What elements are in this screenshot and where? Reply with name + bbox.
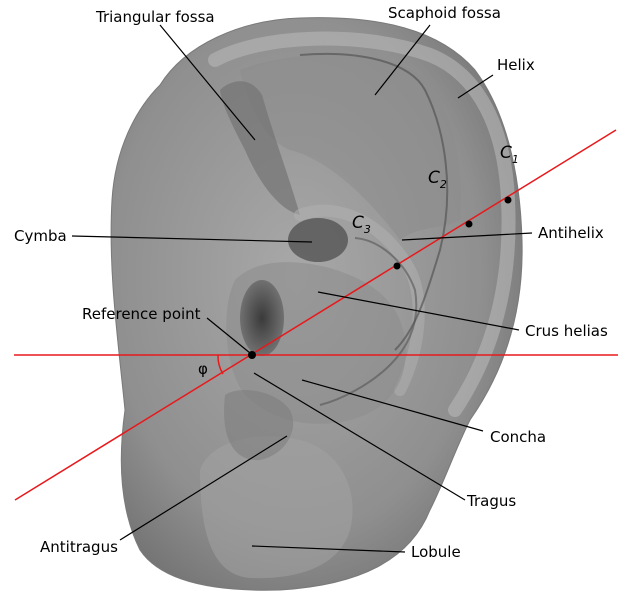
c1-intersection-dot (505, 197, 512, 204)
label-crus-helias: Crus helias (525, 322, 608, 340)
ear-canal (240, 280, 284, 356)
ear-illustration (111, 18, 522, 591)
label-antitragus: Antitragus (40, 538, 118, 556)
label-lobule: Lobule (411, 543, 461, 561)
cymba-area (288, 218, 348, 262)
label-cymba: Cymba (14, 227, 67, 245)
label-tragus: Tragus (466, 492, 516, 510)
label-scaphoid-fossa: Scaphoid fossa (388, 4, 501, 22)
label-helix: Helix (497, 56, 535, 74)
c2-intersection-dot (466, 221, 473, 228)
label-concha: Concha (490, 428, 546, 446)
label-c1: C1 (500, 143, 519, 166)
c3-intersection-dot (394, 263, 401, 270)
label-angle-phi: φ (198, 360, 208, 378)
label-reference-point: Reference point (82, 305, 201, 323)
lobule-area (200, 436, 353, 578)
label-antihelix: Antihelix (538, 224, 604, 242)
label-triangular-fossa: Triangular fossa (95, 8, 215, 26)
